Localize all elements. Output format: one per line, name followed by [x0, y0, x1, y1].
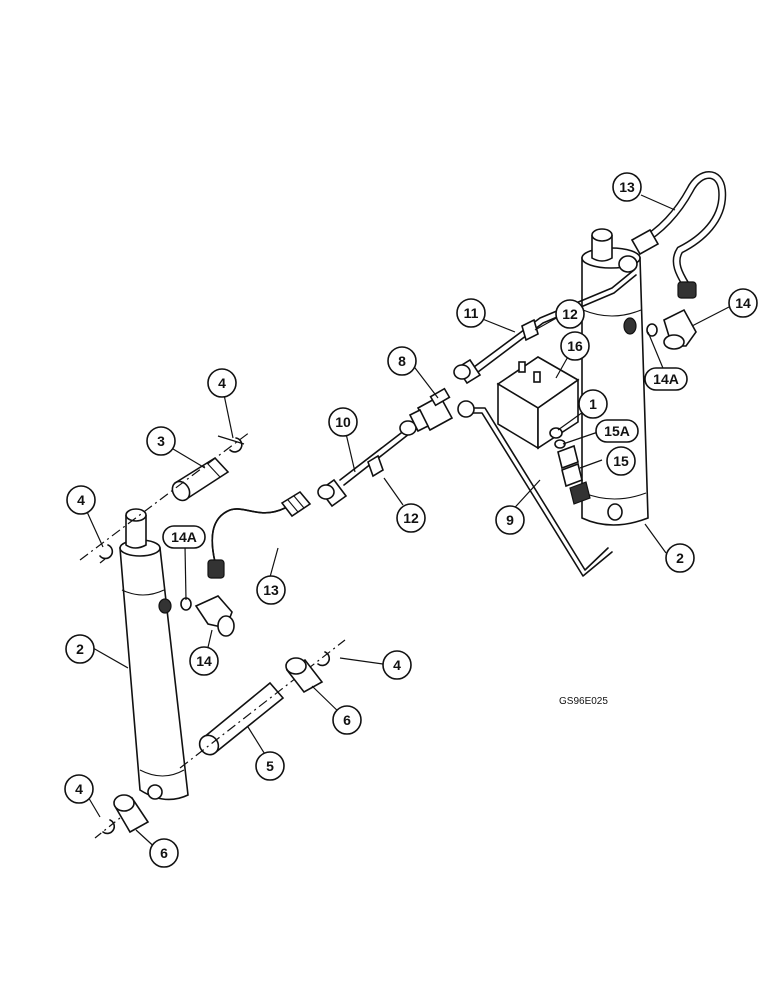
callout-label: 16 [567, 338, 583, 354]
snap-ring-top [229, 437, 243, 453]
callout-4-bottom: 4 [64, 774, 94, 804]
lower-pivot-pin [179, 639, 346, 769]
callout-11: 11 [456, 298, 486, 328]
callout-2-left: 2 [65, 634, 95, 664]
callout-4-mid: 4 [382, 650, 412, 680]
callout-2-right: 2 [665, 543, 695, 573]
right-lift-cylinder [581, 228, 649, 526]
callout-8: 8 [387, 346, 417, 376]
leader-lines [82, 194, 730, 853]
callout-14a-left: 14A [162, 525, 206, 549]
callout-label: 8 [398, 353, 406, 369]
callout-label: 10 [335, 414, 351, 430]
callout-label: 3 [157, 433, 165, 449]
callout-1: 1 [578, 389, 608, 419]
callout-label: 6 [343, 712, 351, 728]
callout-15: 15 [606, 446, 636, 476]
callout-10: 10 [328, 407, 358, 437]
fitting-stack [549, 427, 591, 505]
callout-label: 4 [75, 781, 83, 797]
callout-label: 14 [196, 653, 212, 669]
left-lift-cylinder [119, 508, 189, 801]
callout-13-left: 13 [256, 575, 286, 605]
hose-left [207, 490, 312, 579]
callout-label: 11 [464, 305, 479, 321]
callout-label: 15 [613, 453, 629, 469]
callout-label: 6 [160, 845, 168, 861]
callout-label: 12 [562, 306, 578, 322]
snap-ring-left [99, 544, 114, 560]
upper-pivot-pin [79, 431, 251, 561]
valve-block [496, 356, 580, 450]
clip-upper [521, 318, 539, 342]
callout-label: 9 [506, 512, 514, 528]
callout-label: 14A [653, 371, 679, 387]
bushing-bottom [113, 794, 150, 834]
callout-12-top: 12 [555, 299, 585, 329]
callout-label: 4 [77, 492, 85, 508]
callout-5: 5 [255, 751, 285, 781]
callout-label: 13 [619, 179, 635, 195]
callout-label: 12 [403, 510, 419, 526]
figure-reference-code: GS96E025 [559, 696, 608, 707]
snap-ring-bottom [102, 819, 116, 835]
callout-label: 1 [589, 396, 597, 412]
callout-label: 14A [171, 529, 197, 545]
snap-ring-mid [317, 651, 331, 667]
bushing-mid [285, 657, 324, 694]
callout-label: 2 [676, 550, 684, 566]
callout-label: 2 [76, 641, 84, 657]
callout-14-right: 14 [728, 288, 758, 318]
callout-13-top: 13 [612, 172, 642, 202]
callout-label: 5 [266, 758, 274, 774]
tube-middle [317, 420, 417, 508]
callout-16: 16 [560, 331, 590, 361]
clip-lower [367, 454, 384, 478]
callout-15a: 15A [595, 419, 639, 443]
callout-4-top: 4 [207, 368, 237, 398]
tee-fitting [408, 387, 454, 433]
callout-14a-right: 14A [644, 367, 688, 391]
callout-label: 13 [263, 582, 279, 598]
callout-6-bottom: 6 [149, 838, 179, 868]
callout-label: 14 [735, 295, 751, 311]
callout-4-left: 4 [66, 485, 96, 515]
hose-top-right [630, 171, 727, 299]
callout-3: 3 [146, 426, 176, 456]
callout-9: 9 [495, 505, 525, 535]
callout-label: 4 [218, 375, 226, 391]
elbow-right [646, 308, 697, 350]
callout-12-bottom: 12 [396, 503, 426, 533]
callout-6-mid: 6 [332, 705, 362, 735]
callout-14-left: 14 [189, 646, 219, 676]
elbow-left [180, 595, 235, 637]
tube-lower [457, 400, 613, 577]
callout-label: 4 [393, 657, 401, 673]
callout-label: 15A [604, 423, 630, 439]
